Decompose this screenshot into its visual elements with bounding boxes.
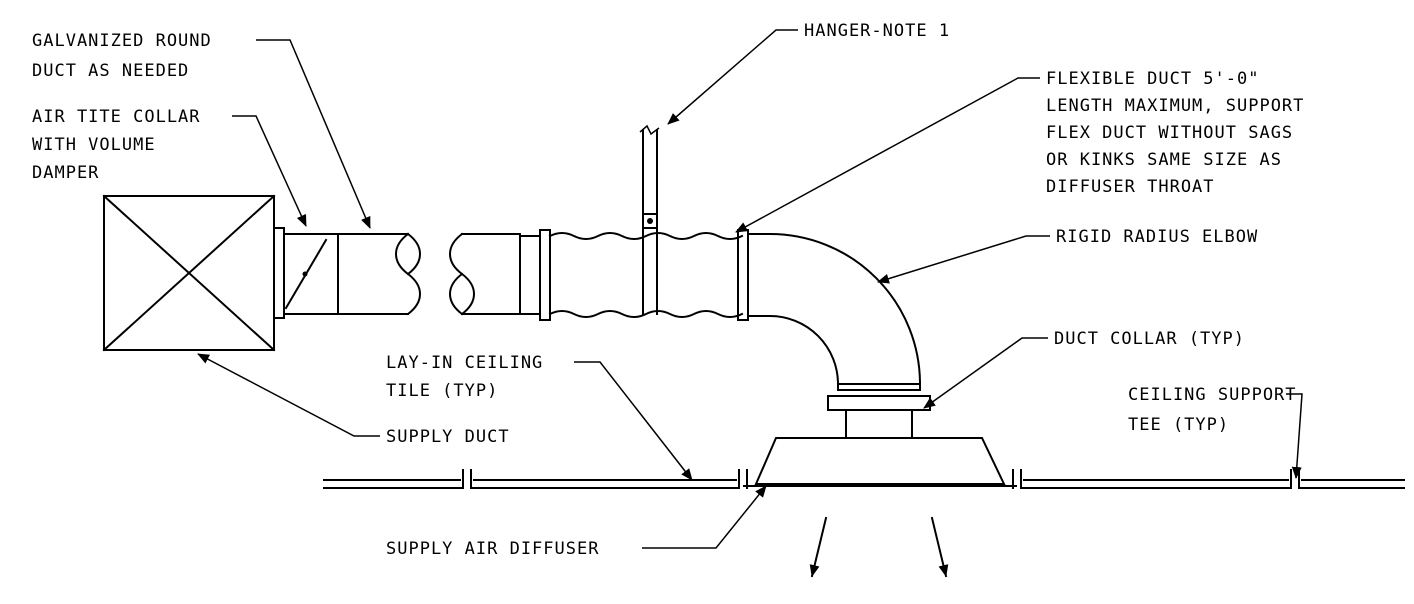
label-flexible-duct: FLEXIBLE DUCT 5'-0" LENGTH MAXIMUM, SUPP… — [1046, 69, 1316, 197]
airflow-arrows — [809, 516, 949, 578]
flexible-duct — [519, 229, 749, 321]
supply-duct-box — [102, 194, 276, 352]
galvanized-round-duct — [337, 232, 521, 316]
leader-lines — [197, 29, 1303, 549]
label-ceiling-tee: CEILING SUPPORT TEE (TYP) — [1128, 385, 1308, 435]
duct-collar — [827, 383, 931, 439]
label-hanger: HANGER-NOTE 1 — [804, 21, 950, 41]
rigid-radius-elbow — [747, 232, 922, 386]
label-supply-air-diffuser: SUPPLY AIR DIFFUSER — [386, 539, 599, 559]
label-rigid-elbow: RIGID RADIUS ELBOW — [1056, 227, 1258, 247]
hanger — [639, 124, 660, 315]
label-supply-duct: SUPPLY DUCT — [386, 427, 510, 447]
label-air-tite-collar: AIR TITE COLLAR WITH VOLUME DAMPER — [32, 107, 212, 183]
air-tite-collar — [273, 227, 339, 319]
ceiling-grid — [323, 469, 1405, 489]
label-galvanized-duct: GALVANIZED ROUND DUCT AS NEEDED — [32, 31, 223, 81]
label-lay-in-tile: LAY-IN CEILING TILE (TYP) — [386, 353, 555, 401]
label-duct-collar: DUCT COLLAR (TYP) — [1054, 329, 1245, 349]
supply-air-diffuser — [743, 437, 1017, 487]
